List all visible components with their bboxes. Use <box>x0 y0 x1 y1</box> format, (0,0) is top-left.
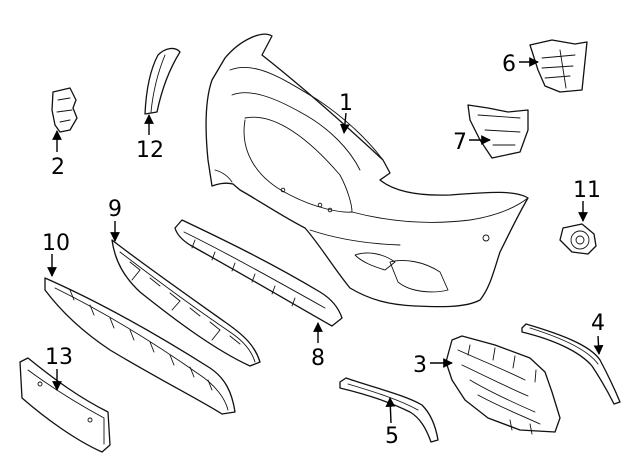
part-2-bracket <box>51 87 78 133</box>
leader-5 <box>385 397 396 424</box>
part-6-bracket <box>529 39 588 93</box>
part-1-bumper-cover <box>205 33 529 308</box>
part-3-fog-lamp-grille <box>445 335 561 435</box>
callout-4: 4 <box>591 311 605 336</box>
callout-5: 5 <box>385 424 399 449</box>
leader-4 <box>593 335 604 355</box>
leader-lines <box>47 57 604 424</box>
part-12-trim-strip <box>144 47 181 115</box>
callout-2: 2 <box>51 155 65 180</box>
callout-12: 12 <box>136 138 164 163</box>
callout-7: 7 <box>453 130 467 155</box>
callout-13: 13 <box>45 345 73 370</box>
callout-8: 8 <box>311 346 325 371</box>
part-10-lower-grille <box>44 277 236 415</box>
part-8-grille-strip <box>174 219 343 327</box>
part-4-trim-strip <box>521 323 621 405</box>
part-7-bracket <box>467 104 529 159</box>
callout-11: 11 <box>573 178 601 203</box>
part-9-grille <box>111 239 261 367</box>
part-11-sensor <box>559 223 597 255</box>
part-13-license-plate-bracket <box>19 357 111 453</box>
callout-9: 9 <box>108 197 122 222</box>
callout-labels: 1 2 3 4 5 6 7 8 9 10 11 12 13 <box>42 52 605 449</box>
leader-1 <box>340 112 350 134</box>
callout-3: 3 <box>413 353 427 378</box>
callout-10: 10 <box>42 231 70 256</box>
callout-1: 1 <box>339 91 353 116</box>
callout-6: 6 <box>502 52 516 77</box>
